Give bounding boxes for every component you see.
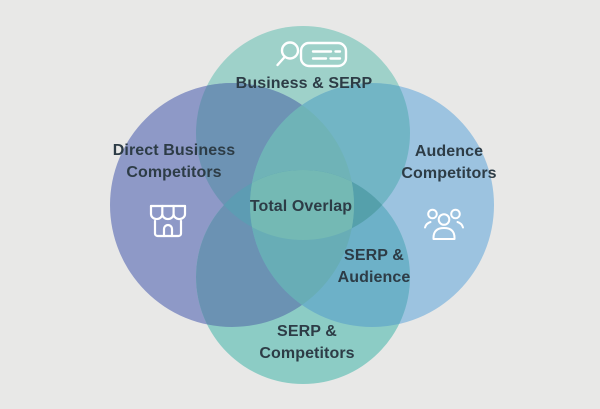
left-circle-label: Direct Business Competitors bbox=[113, 140, 235, 184]
serp-audience-label: SERP & Audience bbox=[338, 245, 411, 289]
serp-audience-label-line2: Audience bbox=[337, 269, 411, 286]
serp-audience-label-line1: SERP & bbox=[344, 247, 404, 264]
right-circle-label: Audence Competitors bbox=[401, 141, 496, 185]
overlap-wedge-left bbox=[196, 170, 354, 240]
top-circle-label: Business & SERP bbox=[235, 75, 373, 92]
bottom-circle-label-line1: SERP & bbox=[277, 323, 337, 340]
center-overlap-label: Total Overlap bbox=[249, 198, 353, 215]
right-circle-label-line1: Audence bbox=[414, 143, 484, 160]
bottom-circle-label-line2: Competitors bbox=[259, 345, 355, 362]
right-circle-label-line2: Competitors bbox=[401, 165, 497, 182]
bottom-circle-label: SERP & Competitors bbox=[259, 321, 354, 365]
left-circle-label-line1: Direct Business bbox=[112, 142, 236, 159]
overlap-wedge-bottom bbox=[250, 170, 354, 327]
storefront-icon bbox=[149, 204, 187, 238]
left-circle-label-line2: Competitors bbox=[126, 164, 222, 181]
serp-result-icon bbox=[276, 41, 348, 68]
overlap-wedge-top bbox=[250, 83, 354, 240]
overlap-wedge-right bbox=[250, 170, 410, 240]
audience-icon bbox=[424, 208, 464, 240]
